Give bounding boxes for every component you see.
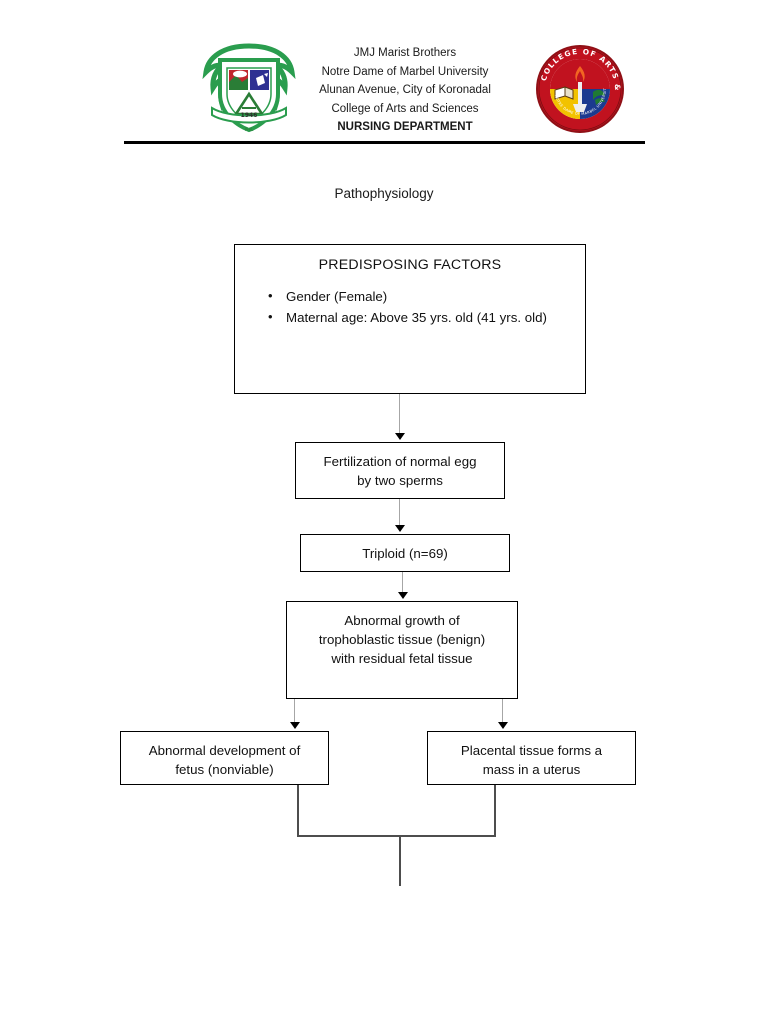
connector-fertilization-to-triploid	[399, 499, 401, 527]
list-item: Gender (Female)	[268, 286, 567, 308]
abnormal-growth-line-3: with residual fetal tissue	[331, 651, 473, 666]
placenta-line-1: Placental tissue forms a	[460, 743, 603, 758]
connector-abnormal-growth-to-fetus	[294, 699, 296, 724]
connector-fetus-down	[297, 785, 299, 837]
fertilization-line-1: Fertilization of normal egg	[323, 454, 477, 469]
flowchart-node-triploid: Triploid (n=69)	[300, 534, 510, 572]
department-name: NURSING DEPARTMENT	[337, 121, 473, 134]
svg-text:PHIL: PHIL	[245, 127, 255, 132]
connector-abnormal-growth-to-placenta	[502, 699, 504, 724]
institution-line-1: JMJ Marist Brothers	[353, 47, 457, 59]
flowchart-node-fertilization: Fertilization of normal egg by two sperm…	[295, 442, 505, 499]
predisposing-factors-heading: PREDISPOSING FACTORS	[318, 257, 502, 273]
fetus-line-2: fetus (nonviable)	[175, 762, 274, 777]
flowchart-node-abnormal-fetus-development: Abnormal development of fetus (nonviable…	[120, 731, 329, 785]
fertilization-line-2: by two sperms	[357, 473, 443, 488]
university-crest-icon: 1946 PHIL	[200, 42, 298, 136]
triploid-line-1: Triploid (n=69)	[362, 546, 448, 561]
arrowhead-icon	[395, 525, 405, 532]
institution-line-4: College of Arts and Sciences	[331, 102, 479, 115]
abnormal-growth-line-2: trophoblastic tissue (benign)	[318, 632, 486, 647]
fetus-line-1: Abnormal development of	[148, 743, 301, 758]
institution-line-2: Notre Dame of Marbel University	[321, 65, 489, 78]
flowchart-node-abnormal-growth: Abnormal growth of trophoblastic tissue …	[286, 601, 518, 699]
connector-predisposing-to-fertilization	[399, 394, 401, 435]
arrowhead-icon	[395, 433, 405, 440]
college-seal-icon: COLLEGE OF ARTS & SCIENCES NOTRE DAME OF…	[531, 37, 625, 134]
arrowhead-icon	[498, 722, 508, 729]
arrowhead-icon	[290, 722, 300, 729]
flowchart-node-predisposing-factors: PREDISPOSING FACTORS Gender (Female) Mat…	[234, 244, 586, 394]
list-item: Maternal age: Above 35 yrs. old (41 yrs.…	[268, 307, 567, 329]
letterhead: 1946 PHIL JMJ Marist Brothers Notre Dame…	[0, 0, 768, 150]
arrowhead-icon	[398, 592, 408, 599]
connector-triploid-to-abnormal-growth	[402, 572, 404, 594]
flowchart-node-placental-mass: Placental tissue forms a mass in a uteru…	[427, 731, 636, 785]
connector-merge-down	[399, 835, 401, 886]
page-title: Pathophysiology	[334, 186, 434, 201]
connector-merge-horizontal	[297, 835, 496, 837]
institution-name-block: JMJ Marist Brothers Notre Dame of Marbel…	[280, 44, 530, 137]
predisposing-factors-list: Gender (Female) Maternal age: Above 35 y…	[235, 286, 585, 329]
placenta-line-2: mass in a uterus	[482, 762, 581, 777]
institution-line-3: Alunan Avenue, City of Koronadal	[319, 84, 491, 97]
abnormal-growth-line-1: Abnormal growth of	[344, 613, 460, 628]
header-divider-rule	[124, 141, 645, 144]
svg-text:1946: 1946	[241, 112, 258, 119]
connector-placenta-down	[494, 785, 496, 837]
